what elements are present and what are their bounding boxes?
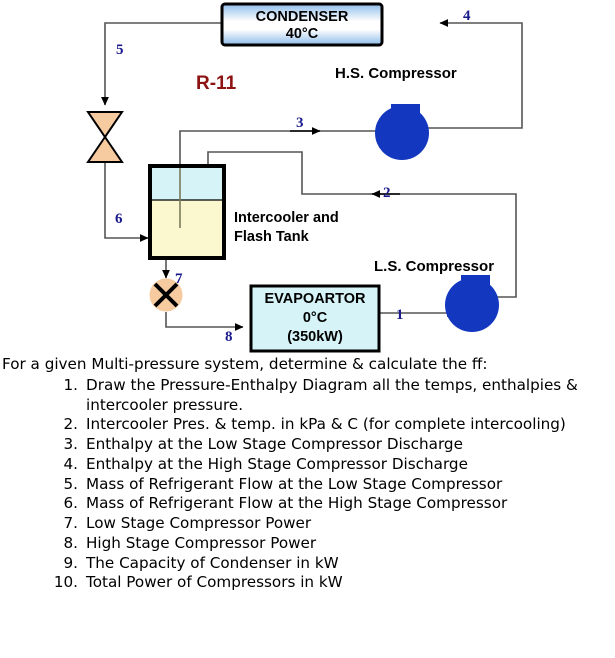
list-item: 2. Intercooler Pres. & temp. in kPa & C … xyxy=(0,415,615,435)
list-item-number: 10. xyxy=(53,573,78,592)
list-item-number: 7. xyxy=(63,514,79,532)
list-item: 10. Total Power of Compressors in kW xyxy=(0,573,615,593)
state-point-7: 7 xyxy=(175,271,183,287)
state-point-5: 5 xyxy=(116,42,124,58)
list-item-text: Intercooler Pres. & temp. in kPa & C (fo… xyxy=(86,415,566,434)
intercooler-label-line1: Intercooler and xyxy=(234,210,339,226)
expansion-device-icon xyxy=(149,278,183,312)
condenser-unit: CONDENSER 40°C xyxy=(220,2,384,47)
multipressure-system-diagram: CONDENSER 40°C Intercooler and Flash Tan… xyxy=(86,2,523,353)
throttling-valve-icon xyxy=(86,111,124,163)
flash-tank-liquid-region xyxy=(152,200,222,256)
list-item-text: The Capacity of Condenser in kW xyxy=(86,553,339,572)
list-item: 1. Draw the Pressure-Enthalpy Diagram al… xyxy=(0,376,615,416)
low-stage-compressor-icon xyxy=(445,275,499,332)
state-point-1: 1 xyxy=(396,307,404,323)
list-item: 4. Enthalpy at the High Stage Compressor… xyxy=(0,455,615,475)
flash-tank-vapor-region xyxy=(152,168,222,200)
state-point-2: 2 xyxy=(383,185,391,201)
list-item: 5. Mass of Refrigerant Flow at the Low S… xyxy=(0,475,615,495)
high-stage-compressor-label: H.S. Compressor xyxy=(335,65,457,82)
list-item-text: High Stage Compressor Power xyxy=(86,533,317,552)
list-item-number: 5. xyxy=(63,474,79,493)
state-point-6: 6 xyxy=(115,211,123,227)
list-item: 6. Mass of Refrigerant Flow at the High … xyxy=(0,494,615,514)
intercooler-label-line2: Flash Tank xyxy=(234,229,310,245)
refrigerant-label: R-11 xyxy=(196,73,237,94)
evaporator-title: EVAPOARTOR xyxy=(265,291,367,307)
condenser-temperature: 40°C xyxy=(286,26,319,42)
list-item-number: 6. xyxy=(63,494,79,513)
pipe-5-condenser-to-valve xyxy=(101,22,222,106)
list-item-number: 1. xyxy=(63,375,79,394)
pipe-6-valve-to-flash-tank xyxy=(104,163,149,242)
list-item-text: Draw the Pressure-Enthalpy Diagram all t… xyxy=(86,375,578,414)
pipe-8-expansion-valve-to-evaporator xyxy=(165,312,244,331)
questions-list: 1. Draw the Pressure-Enthalpy Diagram al… xyxy=(0,376,615,593)
list-item-text: Total Power of Compressors in kW xyxy=(86,573,343,592)
evaporator-temperature: 0°C xyxy=(303,310,328,326)
low-stage-compressor-label: L.S. Compressor xyxy=(374,258,494,275)
list-item-number: 9. xyxy=(63,553,79,572)
state-point-3: 3 xyxy=(296,115,304,131)
list-item-number: 4. xyxy=(63,454,79,473)
list-item: 8. High Stage Compressor Power xyxy=(0,534,615,554)
intercooler-flash-tank: Intercooler and Flash Tank xyxy=(148,164,339,260)
list-item-number: 2. xyxy=(63,415,79,434)
list-item-number: 8. xyxy=(63,533,79,552)
condenser-title: CONDENSER xyxy=(256,9,349,25)
list-item-text: Mass of Refrigerant Flow at the Low Stag… xyxy=(86,474,503,493)
list-item-text: Enthalpy at the Low Stage Compressor Dis… xyxy=(86,435,463,453)
state-point-4: 4 xyxy=(463,8,471,24)
pipe-4-hs-discharge-to-condenser xyxy=(420,19,523,129)
list-item-text: Enthalpy at the High Stage Compressor Di… xyxy=(86,454,468,473)
list-item: 7. Low Stage Compressor Power xyxy=(0,514,615,534)
list-item-text: Low Stage Compressor Power xyxy=(86,514,312,532)
list-item-number: 3. xyxy=(63,435,79,453)
list-item: 3. Enthalpy at the Low Stage Compressor … xyxy=(0,435,615,455)
evaporator-unit: EVAPOARTOR 0°C (350kW) xyxy=(249,284,381,353)
evaporator-capacity: (350kW) xyxy=(287,329,343,345)
list-item: 9. The Capacity of Condenser in kW xyxy=(0,554,615,574)
high-stage-compressor-icon xyxy=(375,104,429,160)
list-item-text: Mass of Refrigerant Flow at the High Sta… xyxy=(86,494,508,513)
questions-block: For a given Multi-pressure system, deter… xyxy=(0,355,615,593)
state-point-8: 8 xyxy=(225,329,233,345)
questions-lead: For a given Multi-pressure system, deter… xyxy=(2,355,488,373)
